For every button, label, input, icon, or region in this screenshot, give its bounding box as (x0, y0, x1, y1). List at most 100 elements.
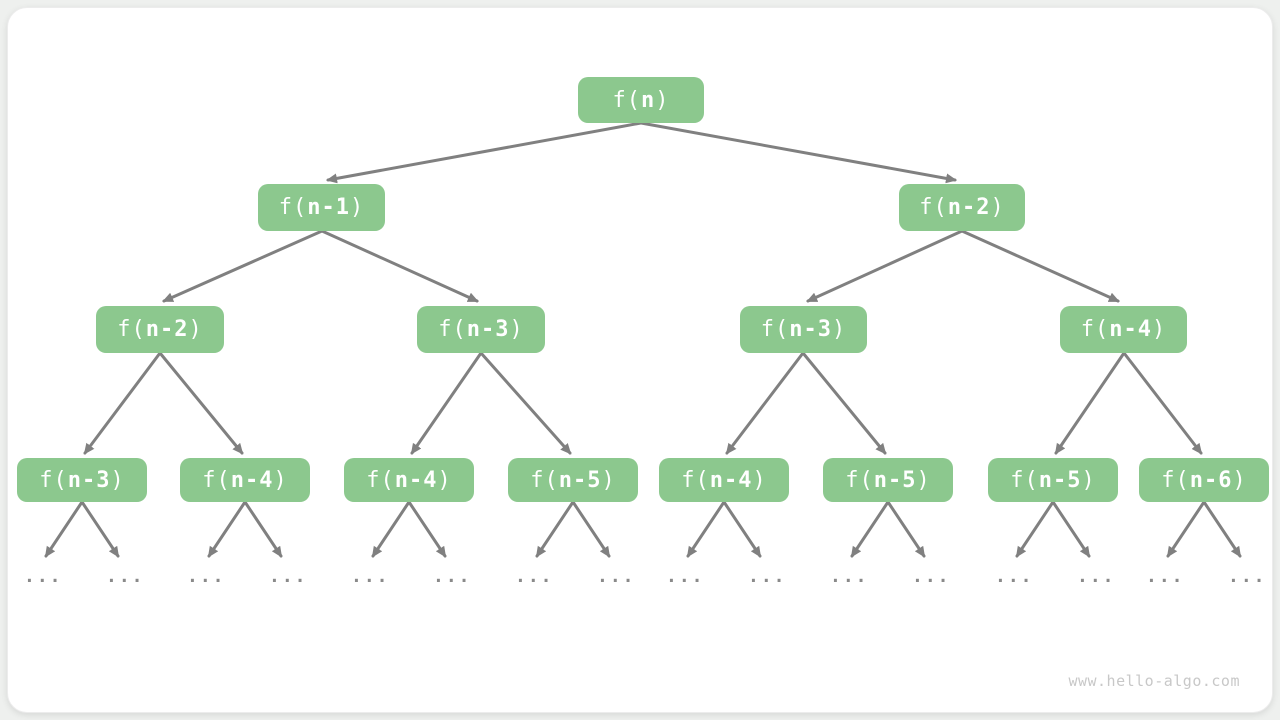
edge-arrow (725, 351, 805, 455)
tree-node-l3-7: f(n-6) (1139, 458, 1269, 502)
node-label-var: n-3 (466, 317, 510, 342)
edge-arrow (639, 121, 957, 184)
tree-node-l1-0: f(n-1) (258, 184, 385, 231)
edge-arrow (886, 500, 926, 558)
node-label-post: ) (832, 317, 847, 342)
ellipsis-dots: ... (995, 566, 1034, 587)
node-label-var: n-4 (1109, 317, 1152, 342)
node-label-post: ) (437, 467, 452, 493)
edge-arrow (1166, 500, 1206, 558)
node-label-post: ) (916, 467, 931, 493)
node-label-pre: f( (681, 467, 710, 493)
ellipsis-dots: ... (187, 566, 226, 587)
edge-arrow (571, 500, 611, 558)
tree-node-l3-4: f(n-4) (659, 458, 789, 502)
tree-node-l3-0: f(n-3) (17, 458, 147, 502)
edge-arrow (1202, 500, 1242, 558)
node-label-var: n-2 (145, 317, 189, 342)
tree-node-l3-5: f(n-5) (823, 458, 953, 502)
edge-arrow (83, 351, 162, 455)
node-label-post: ) (1081, 467, 1096, 493)
tree-node-l2-3: f(n-4) (1060, 306, 1187, 353)
ellipsis-dots: ... (597, 566, 636, 587)
node-label-var: n-5 (873, 467, 917, 493)
node-label-pre: f( (919, 195, 948, 220)
edge-arrow (806, 229, 964, 303)
edge-arrow (207, 500, 247, 558)
tree-node-l3-2: f(n-4) (344, 458, 474, 502)
node-label-var: n-3 (789, 317, 832, 342)
ellipsis-dots: ... (269, 566, 308, 587)
edge-arrow (158, 351, 244, 455)
node-label-var: n-5 (558, 467, 602, 493)
edge-arrow (722, 500, 762, 558)
edge-arrow (410, 351, 483, 455)
node-label-var: n-4 (230, 467, 274, 493)
ellipsis-dots: ... (830, 566, 869, 587)
edge-arrow (1051, 500, 1091, 558)
tree-node-l3-1: f(n-4) (180, 458, 310, 502)
edge-arrow (44, 500, 84, 558)
edge-arrow (479, 351, 572, 455)
node-label-post: ) (752, 467, 767, 493)
edge-arrow (960, 229, 1120, 303)
node-label-post: ) (655, 87, 670, 113)
edge-arrow (80, 500, 120, 558)
edge-arrow (801, 351, 887, 455)
node-label-var: n (641, 87, 656, 113)
node-label-pre: f( (1161, 467, 1190, 493)
node-label-pre: f( (1080, 317, 1110, 342)
ellipsis-dots: ... (24, 566, 63, 587)
edge-arrow (243, 500, 283, 558)
ellipsis-dots: ... (433, 566, 472, 587)
node-label-post: ) (1152, 317, 1167, 342)
node-label-post: ) (188, 317, 203, 342)
node-label-var: n-2 (947, 195, 991, 220)
tree-node-l2-1: f(n-3) (417, 306, 545, 353)
node-label-pre: f( (760, 317, 790, 342)
ellipsis-dots: ... (666, 566, 705, 587)
node-label-pre: f( (202, 467, 231, 493)
node-label-pre: f( (612, 87, 641, 113)
edge-arrow (850, 500, 890, 558)
ellipsis-dots: ... (515, 566, 554, 587)
ellipsis-dots: ... (106, 566, 145, 587)
edge-arrow (162, 229, 324, 303)
edge-arrow (1015, 500, 1055, 558)
watermark: www.hello-algo.com (1068, 672, 1240, 690)
tree-node-l3-3: f(n-5) (508, 458, 638, 502)
edge-arrow (686, 500, 726, 558)
ellipsis-dots: ... (351, 566, 390, 587)
ellipsis-dots: ... (1228, 566, 1267, 587)
tree-node-l2-2: f(n-3) (740, 306, 867, 353)
node-label-var: n-4 (394, 467, 438, 493)
node-label-post: ) (350, 195, 365, 220)
node-label-pre: f( (117, 317, 146, 342)
tree-node-l0-0: f(n) (578, 77, 704, 123)
node-label-var: n-4 (709, 467, 753, 493)
edge-arrow (320, 229, 479, 303)
edge-arrow (407, 500, 447, 558)
node-label-post: ) (509, 317, 524, 342)
node-label-post: ) (601, 467, 616, 493)
ellipsis-dots: ... (1146, 566, 1185, 587)
node-label-var: n-3 (67, 467, 111, 493)
ellipsis-dots: ... (748, 566, 787, 587)
ellipsis-dots: ... (1077, 566, 1116, 587)
node-label-var: n-5 (1038, 467, 1082, 493)
edge-arrow (1054, 351, 1126, 455)
node-label-pre: f( (845, 467, 874, 493)
edge-arrow (1122, 351, 1203, 455)
node-label-pre: f( (278, 195, 308, 220)
node-label-pre: f( (438, 317, 467, 342)
ellipsis-dots: ... (912, 566, 951, 587)
node-label-pre: f( (1010, 467, 1039, 493)
tree-node-l3-6: f(n-5) (988, 458, 1118, 502)
node-label-post: ) (990, 195, 1005, 220)
edge-arrow (535, 500, 575, 558)
tree-node-l1-1: f(n-2) (899, 184, 1025, 231)
tree-node-l2-0: f(n-2) (96, 306, 224, 353)
node-label-post: ) (110, 467, 125, 493)
